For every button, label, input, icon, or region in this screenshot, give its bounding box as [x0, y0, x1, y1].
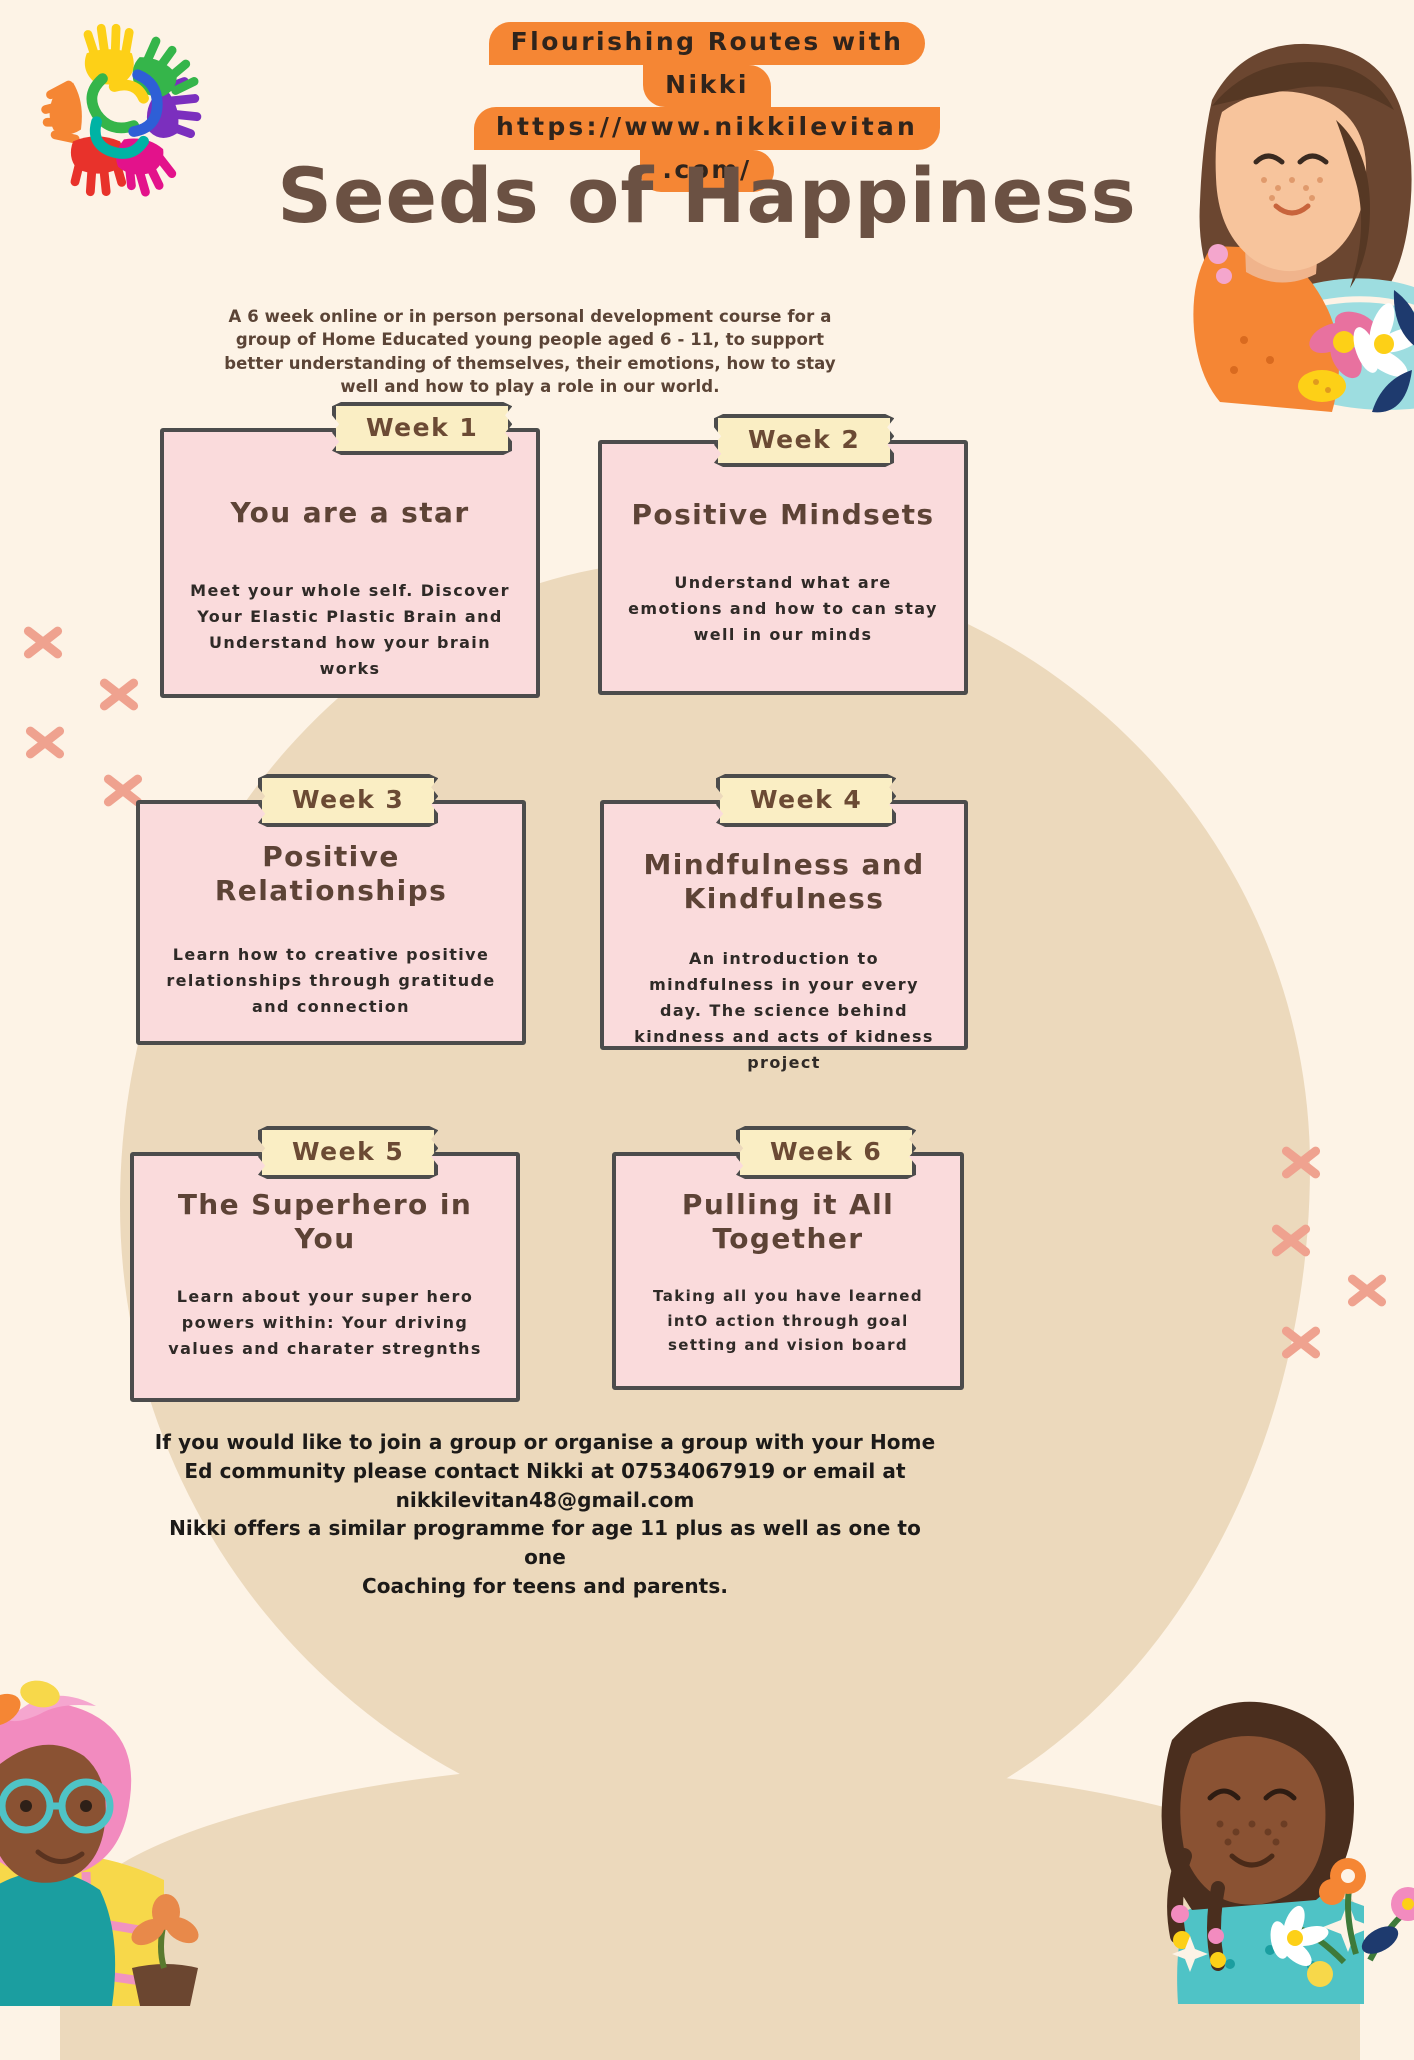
week-heading: Positive Mindsets [631, 498, 935, 531]
illustration-girl-with-flowers-top-right [1094, 40, 1414, 460]
week-card-2[interactable]: Week 2 Positive Mindsets Understand what… [598, 414, 968, 695]
week-body: An introduction to mindfulness in your e… [634, 949, 934, 1072]
week-tab-label: Week 2 [714, 414, 895, 467]
ribbon-text-1: Flourishing Routes with [488, 22, 926, 65]
week-body: Learn how to creative positive relations… [166, 945, 496, 1017]
hands-circle-logo-icon [30, 14, 216, 206]
footer-line-5: Coaching for teens and parents. [361, 1573, 729, 1598]
week-card-1[interactable]: Week 1 You are a star Meet your whole se… [160, 402, 540, 698]
week-body: Learn about your super hero powers withi… [168, 1287, 482, 1359]
footer-line-4: Nikki offers a similar programme for age… [169, 1516, 921, 1570]
week-heading: Positive Relationships [214, 840, 448, 908]
week-body: Meet your whole self. Discover Your Elas… [190, 581, 510, 678]
ribbon-text-2: Nikki [643, 64, 771, 107]
week-body: Taking all you have learned intO action … [653, 1287, 923, 1354]
week-tab-label: Week 5 [258, 1126, 439, 1179]
week-card-6[interactable]: Week 6 Pulling it All Together Taking al… [612, 1126, 964, 1390]
footer-line-2: Ed community please contact Nikki at 075… [184, 1458, 906, 1483]
week-tab-label: Week 6 [736, 1126, 917, 1179]
week-heading: Mindfulness and Kindfulness [643, 848, 925, 916]
week-tab-label: Week 3 [258, 774, 439, 827]
illustration-girl-with-plant-bottom-left [0, 1676, 292, 2007]
week-heading: The Superhero in You [177, 1188, 473, 1256]
ribbon-text-4[interactable]: .com/ [640, 149, 774, 192]
week-heading: You are a star [230, 496, 470, 529]
footer-email[interactable]: nikkilevitan48@gmail.com [395, 1487, 695, 1512]
footer-line-1: If you would like to join a group or org… [154, 1430, 936, 1454]
illustration-girl-with-flowers-bottom-right [1080, 1674, 1414, 2004]
ribbon-line-1: Flourishing Routes with [0, 22, 1414, 65]
brand-ribbon: Flourishing Routes with Nikki https://ww… [0, 22, 1414, 192]
ribbon-text-3[interactable]: https://www.nikkilevitan [474, 107, 940, 150]
ribbon-line-4[interactable]: .com/ [0, 149, 1414, 192]
page-title: Seeds of Happiness [277, 151, 1137, 240]
week-tab-label: Week 4 [716, 774, 897, 827]
week-card-3[interactable]: Week 3 Positive Relationships Learn how … [136, 774, 526, 1045]
week-card-4[interactable]: Week 4 Mindfulness and Kindfulness An in… [600, 774, 968, 1072]
week-card-5[interactable]: Week 5 The Superhero in You Learn about … [130, 1126, 520, 1402]
week-heading: Pulling it All Together [681, 1188, 895, 1256]
week-body: Understand what are emotions and how to … [628, 573, 938, 644]
ribbon-line-2: Nikki [0, 64, 1414, 107]
course-description: A 6 week online or in person personal de… [224, 307, 836, 397]
week-tab-label: Week 1 [332, 402, 513, 455]
ribbon-line-3[interactable]: https://www.nikkilevitan [0, 107, 1414, 150]
contact-footer: If you would like to join a group or org… [150, 1428, 940, 1601]
